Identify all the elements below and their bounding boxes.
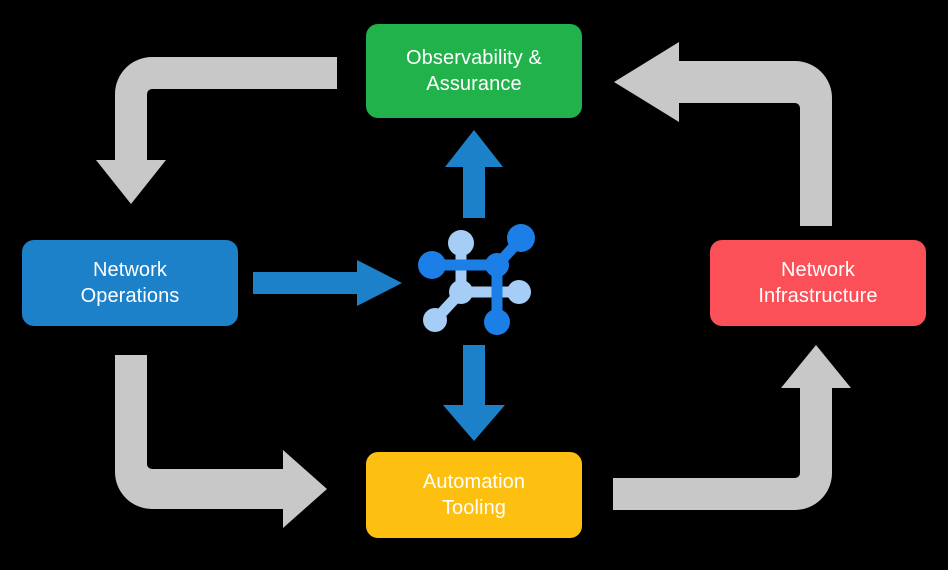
arrow-infrastructure-to-observability [614, 42, 832, 226]
network-node-dark [418, 224, 535, 335]
arrow-operations-to-automation [115, 355, 327, 528]
node-network-infrastructure[interactable]: Network Infrastructure [710, 240, 926, 326]
node-observability-assurance-label: Observability & Assurance [406, 46, 542, 95]
network-node-light [423, 230, 531, 332]
node-observability-assurance[interactable]: Observability & Assurance [366, 24, 582, 118]
node-network-operations[interactable]: Network Operations [22, 240, 238, 326]
node-automation-tooling[interactable]: Automation Tooling [366, 452, 582, 538]
node-network-operations-label: Network Operations [80, 258, 180, 307]
network-topology-icon [418, 224, 535, 335]
arrow-center-to-automation [443, 345, 505, 441]
node-network-infrastructure-label: Network Infrastructure [758, 258, 878, 307]
arrow-automation-to-infrastructure [613, 345, 851, 510]
node-automation-tooling-label: Automation Tooling [422, 470, 526, 519]
arrow-observability-to-operations [96, 57, 337, 204]
arrow-center-to-observability [445, 130, 503, 218]
arrow-operations-to-center [253, 260, 402, 306]
